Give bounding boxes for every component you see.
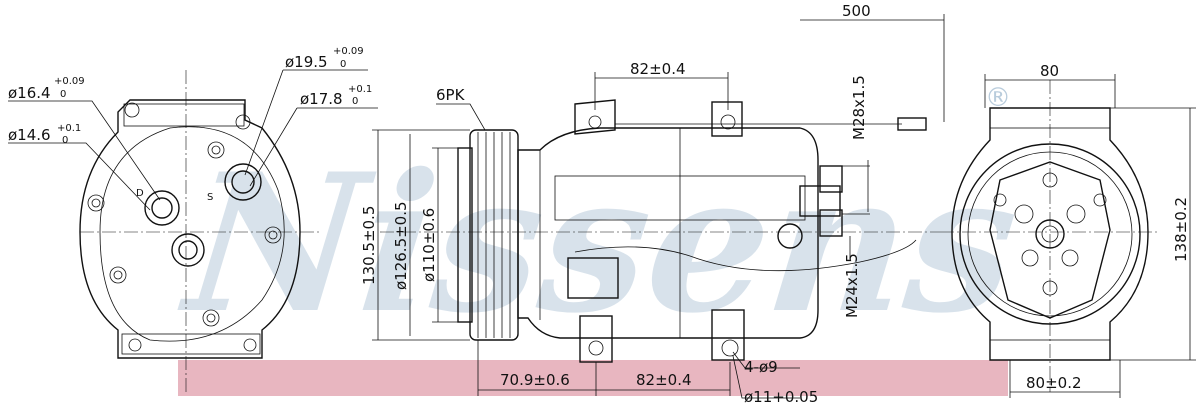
dim-phi17-8-tol-low: 0 xyxy=(352,96,358,107)
right-view: 80 138±0.2 80±0.2 xyxy=(940,62,1196,398)
dim-outer-height: 130.5±0.5 xyxy=(360,206,378,285)
brand-watermark: Nissens xyxy=(172,131,1027,354)
dim-phi14-6: ø14.6 xyxy=(8,126,51,144)
dim-hole-diameter: ø11+0.05 xyxy=(744,388,818,406)
dim-bottom-left: 70.9±0.6 xyxy=(500,371,570,389)
dim-pulley-dia: ø126.5±0.5 xyxy=(392,201,410,290)
side-view: 500 6PK 130.5±0.5 ø126.5±0.5 ø110±0.6 82… xyxy=(360,2,945,406)
dim-phi14-6-tol: +0.1 xyxy=(57,123,81,134)
highlight-band xyxy=(178,360,1008,396)
dim-hole-count: 4-ø9 xyxy=(744,358,778,376)
dim-phi19-5: ø19.5 xyxy=(285,53,328,71)
dim-hub-dia: ø110±0.6 xyxy=(420,208,438,282)
dim-phi19-5-tol: +0.09 xyxy=(333,46,364,57)
dim-right-width: 80 xyxy=(1040,62,1059,80)
dim-right-height: 138±0.2 xyxy=(1172,197,1190,262)
left-view: D S ø16.4 +0.09 0 ø14.6 +0.1 0 ø19.5 +0.… xyxy=(8,46,378,392)
dim-thread-bottom: M24x1.5 xyxy=(843,253,861,318)
dim-cable-length: 500 xyxy=(842,2,871,20)
dim-phi19-5-tol-low: 0 xyxy=(340,59,346,70)
dim-phi16-4-tol: +0.09 xyxy=(54,76,85,87)
belt-label: 6PK xyxy=(436,86,466,104)
dim-phi14-6-tol-low: 0 xyxy=(62,135,68,146)
port-s-label: S xyxy=(207,192,213,203)
dim-top-span: 82±0.4 xyxy=(630,60,686,78)
dim-bottom-mid: 82±0.4 xyxy=(636,371,692,389)
dim-phi17-8: ø17.8 xyxy=(300,90,343,108)
dim-phi16-4: ø16.4 xyxy=(8,84,51,102)
dim-right-bottom-width: 80±0.2 xyxy=(1026,374,1082,392)
dim-thread-top: M28x1.5 xyxy=(850,75,868,140)
dim-phi16-4-tol-low: 0 xyxy=(60,89,66,100)
dim-phi17-8-tol: +0.1 xyxy=(348,84,372,95)
port-d-label: D xyxy=(136,188,144,199)
